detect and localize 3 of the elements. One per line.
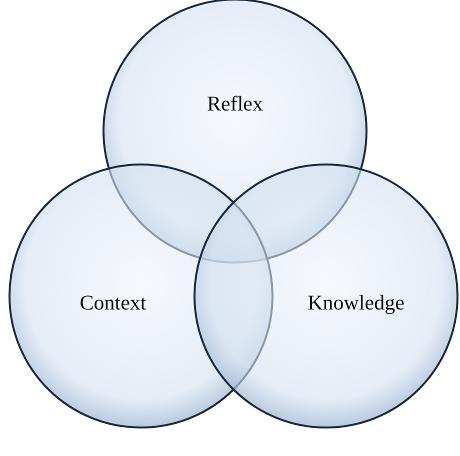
circle-label: Knowledge — [308, 290, 404, 316]
circle-label: Context — [80, 290, 146, 316]
circle-label: Reflex — [207, 92, 263, 116]
